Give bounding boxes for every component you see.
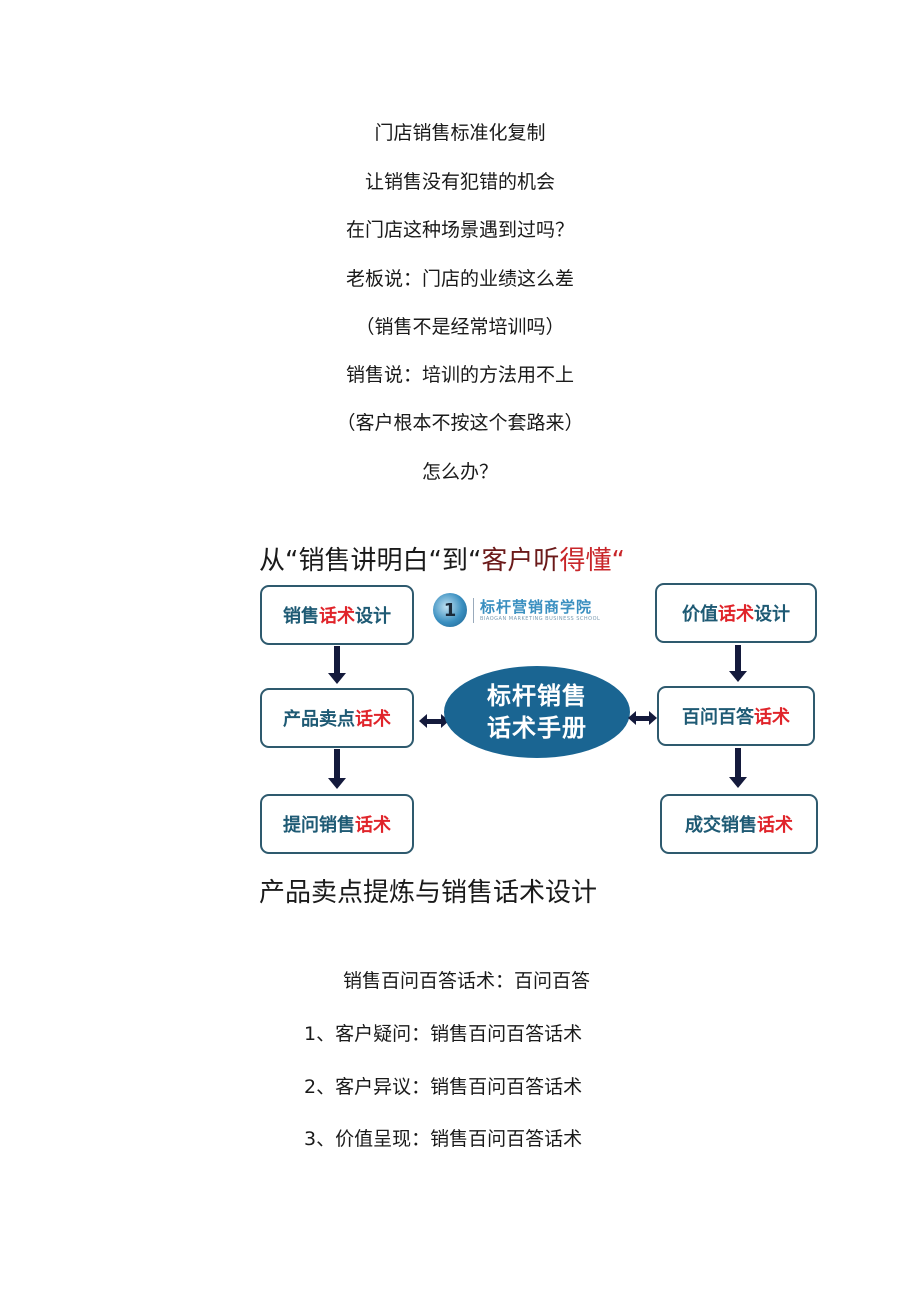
box-hundred-qa-script: 百问百答话术 xyxy=(657,686,815,746)
box-closing-sales-script: 成交销售话术 xyxy=(660,794,818,854)
heading-text-red: 得懂“ xyxy=(559,546,625,576)
intro-line-5: （销售不是经常培训吗） xyxy=(355,316,565,338)
heading-text-black: 从“销售讲明白“到“ xyxy=(259,546,482,576)
intro-line-7: （客户根本不按这个套路来） xyxy=(336,412,584,434)
box-sales-script-design: 销售话术设计 xyxy=(260,585,414,645)
logo-badge-icon: 1 xyxy=(433,593,467,627)
ellipse-line-1: 标杆销售 xyxy=(487,682,587,710)
box-text: 百问百答 xyxy=(682,707,754,728)
box-text: 产品卖点 xyxy=(283,709,355,730)
school-logo: 1 标杆营销商学院 BIAOGAN MARKETING BUSINESS SCH… xyxy=(433,590,633,630)
box-product-selling-points-script: 产品卖点话术 xyxy=(260,688,414,748)
qa-title: 销售百问百答话术：百问百答 xyxy=(343,970,591,992)
sales-script-diagram: 1 标杆营销商学院 BIAOGAN MARKETING BUSINESS SCH… xyxy=(255,580,825,865)
intro-line-1: 门店销售标准化复制 xyxy=(374,122,546,144)
section-heading-selling-points: 产品卖点提炼与销售话术设计 xyxy=(259,878,598,908)
intro-line-2: 让销售没有犯错的机会 xyxy=(364,171,555,193)
qa-item-1: 1、客户疑问：销售百问百答话术 xyxy=(304,1023,583,1045)
center-handbook-ellipse: 标杆销售 话术手册 xyxy=(444,666,630,758)
ellipse-line-2: 话术手册 xyxy=(487,714,587,742)
intro-line-4: 老板说：门店的业绩这么差 xyxy=(345,268,574,290)
section-heading-understanding: 从“销售讲明白“到“客户听得懂“ xyxy=(259,545,625,577)
box-highlight: 话术 xyxy=(355,709,391,730)
qa-item-2: 2、客户异议：销售百问百答话术 xyxy=(304,1076,583,1098)
box-text: 提问销售 xyxy=(283,815,355,836)
box-text: 成交销售 xyxy=(685,815,757,836)
arrow-down-icon xyxy=(328,749,346,789)
double-arrow-right-icon xyxy=(628,711,657,725)
box-text: 设计 xyxy=(355,606,391,627)
logo-english: BIAOGAN MARKETING BUSINESS SCHOOL xyxy=(480,615,601,622)
box-highlight: 话术 xyxy=(754,707,790,728)
intro-line-3: 在门店这种场景遇到过吗？ xyxy=(345,219,574,241)
logo-name: 标杆营销商学院 xyxy=(480,597,593,616)
box-highlight: 话术 xyxy=(757,815,793,836)
box-questioning-sales-script: 提问销售话术 xyxy=(260,794,414,854)
box-text: 设计 xyxy=(754,604,790,625)
box-highlight: 话术 xyxy=(319,606,355,627)
box-value-script-design: 价值话术设计 xyxy=(655,583,817,643)
intro-line-6: 销售说：培训的方法用不上 xyxy=(345,364,574,386)
intro-line-8: 怎么办？ xyxy=(421,461,498,483)
arrow-down-icon xyxy=(328,646,346,684)
qa-item-3: 3、价值呈现：销售百问百答话术 xyxy=(304,1128,583,1150)
heading-text-dark-red: 客户听 xyxy=(481,546,560,576)
arrow-down-icon xyxy=(729,748,747,788)
box-highlight: 话术 xyxy=(355,815,391,836)
box-text: 销售 xyxy=(283,606,319,627)
arrow-down-icon xyxy=(729,645,747,682)
box-text: 价值 xyxy=(682,604,718,625)
box-highlight: 话术 xyxy=(718,604,754,625)
double-arrow-left-icon xyxy=(419,714,449,728)
